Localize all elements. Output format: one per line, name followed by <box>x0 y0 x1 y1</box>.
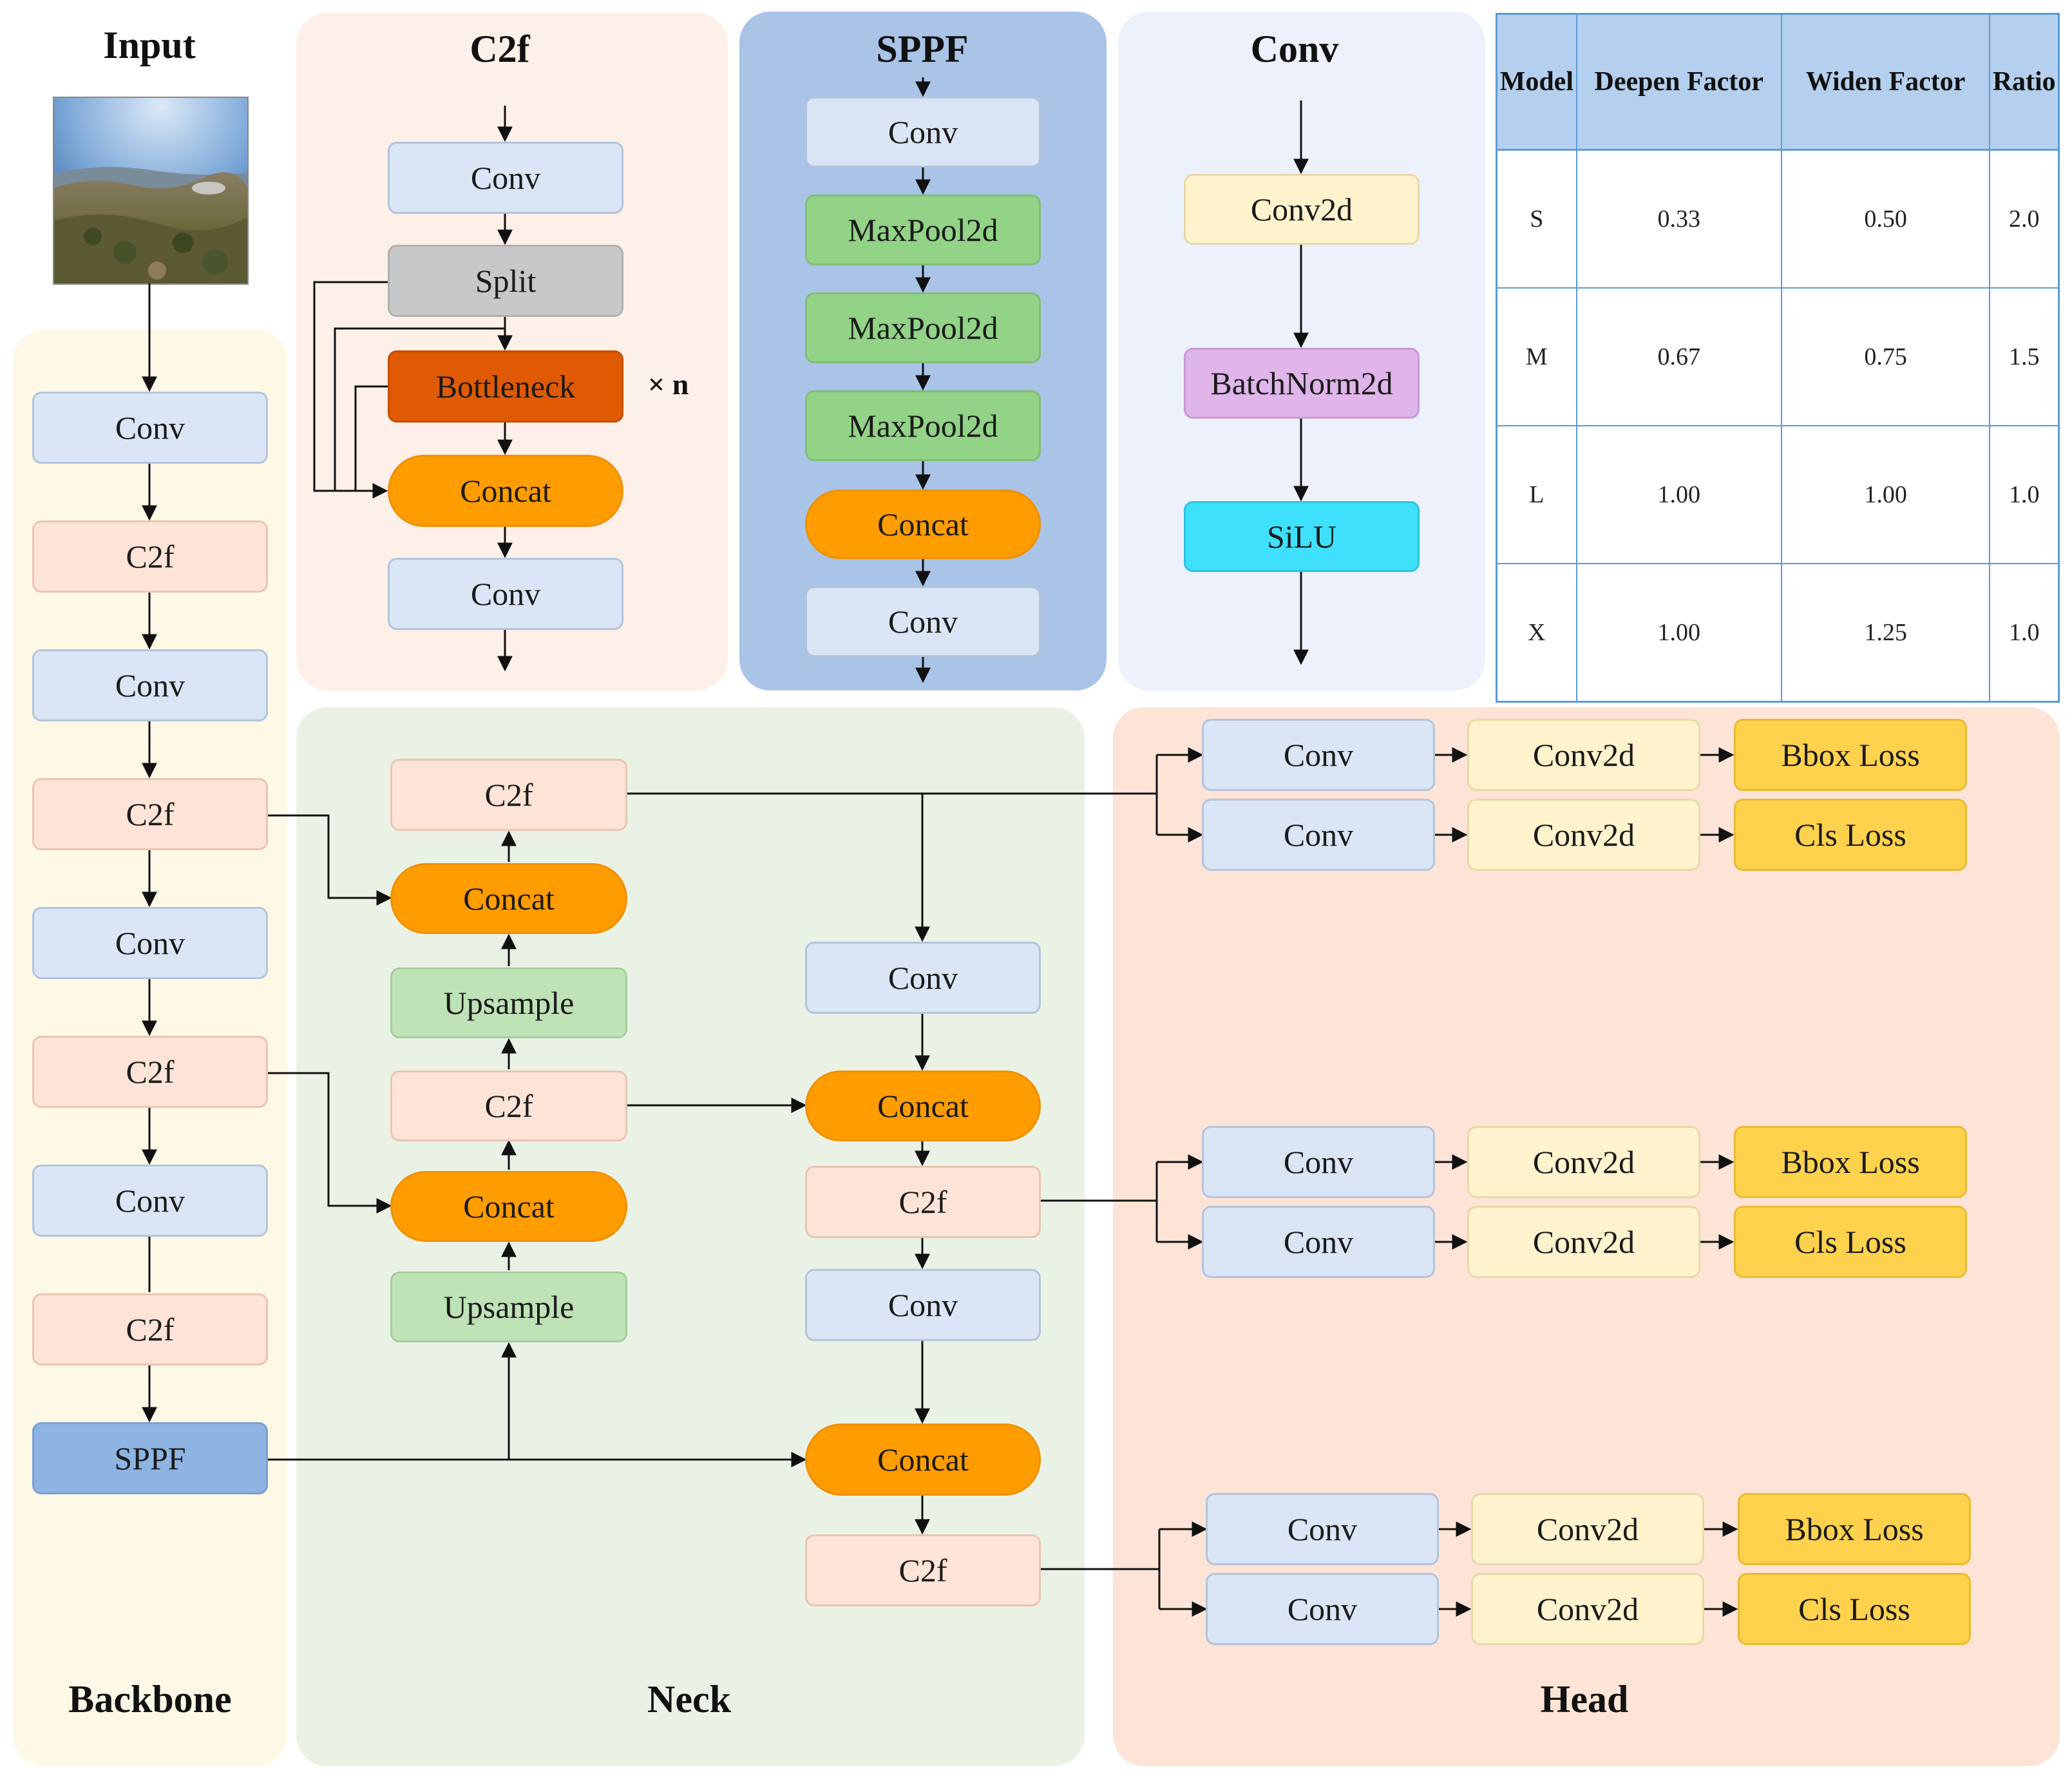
neck-c2f-mid: C2f <box>390 1071 627 1141</box>
sppf-conv-out: Conv <box>805 586 1041 657</box>
table-cell: M <box>1496 287 1577 426</box>
table-cell: X <box>1496 563 1577 703</box>
sppf-title: SPPF <box>876 28 969 70</box>
backbone-title: Backbone <box>68 1678 232 1720</box>
table-cell: 1.0 <box>1989 425 2060 564</box>
neck-concat-3: Concat <box>805 1071 1041 1141</box>
table-cell: 1.0 <box>1989 563 2060 703</box>
backbone-c2f-4: C2f <box>32 1293 268 1366</box>
head-conv2d-2b: Conv2d <box>1467 1206 1700 1278</box>
c2f-split: Split <box>388 245 623 317</box>
backbone-conv-1: Conv <box>32 392 268 464</box>
input-image <box>53 97 249 285</box>
neck-title: Neck <box>647 1678 731 1720</box>
table-header-row: Model Deepen Factor Widen Factor Ratio <box>1496 14 2060 151</box>
bottleneck-repeat-label: × n <box>648 368 689 401</box>
table-cell: 1.00 <box>1575 563 1782 703</box>
neck-conv-1: Conv <box>805 942 1041 1014</box>
table-cell: 0.75 <box>1780 287 1991 426</box>
table-cell: 1.25 <box>1780 563 1991 703</box>
head-conv2d-1a: Conv2d <box>1467 719 1700 791</box>
head-title: Head <box>1540 1678 1629 1720</box>
table-cell: 0.67 <box>1575 287 1782 426</box>
backbone-c2f-1: C2f <box>32 520 268 593</box>
neck-conv-2: Conv <box>805 1269 1041 1341</box>
table-header-deepen: Deepen Factor <box>1575 14 1782 151</box>
backbone-conv-4: Conv <box>32 1165 268 1237</box>
neck-concat-1: Concat <box>390 863 627 934</box>
neck-upsample-1: Upsample <box>390 967 627 1038</box>
sppf-maxpool-3: MaxPool2d <box>805 390 1041 461</box>
head-conv2d-1b: Conv2d <box>1467 799 1700 871</box>
neck-concat-4: Concat <box>805 1424 1041 1496</box>
table-cell: 0.33 <box>1575 149 1782 289</box>
landscape-image <box>54 98 247 283</box>
head-conv-1a: Conv <box>1202 719 1435 791</box>
conv-batchnorm2d: BatchNorm2d <box>1184 348 1420 419</box>
neck-concat-2: Concat <box>390 1171 627 1242</box>
head-conv-3a: Conv <box>1206 1493 1439 1565</box>
head-bbox-loss-1: Bbox Loss <box>1734 719 1967 791</box>
head-cls-loss-1: Cls Loss <box>1734 799 1967 871</box>
table-cell: 1.5 <box>1989 287 2060 426</box>
head-cls-loss-3: Cls Loss <box>1738 1573 1971 1645</box>
table-row: L 1.00 1.00 1.0 <box>1496 425 2060 564</box>
c2f-conv-out: Conv <box>388 558 623 630</box>
neck-c2f-right-1: C2f <box>805 1166 1041 1238</box>
table-cell: 0.50 <box>1780 149 1991 289</box>
table-header-widen: Widen Factor <box>1780 14 1991 151</box>
head-conv-2a: Conv <box>1202 1126 1435 1198</box>
conv-conv2d: Conv2d <box>1184 174 1420 245</box>
backbone-conv-3: Conv <box>32 907 268 979</box>
neck-c2f-right-2: C2f <box>805 1534 1041 1606</box>
c2f-concat: Concat <box>388 455 623 527</box>
table-row: S 0.33 0.50 2.0 <box>1496 149 2060 289</box>
head-conv2d-2a: Conv2d <box>1467 1126 1700 1198</box>
c2f-bottleneck: Bottleneck <box>388 350 623 423</box>
sppf-concat: Concat <box>805 490 1041 559</box>
neck-upsample-2: Upsample <box>390 1271 627 1342</box>
head-conv2d-3b: Conv2d <box>1471 1573 1704 1645</box>
head-conv2d-3a: Conv2d <box>1471 1493 1704 1565</box>
sppf-maxpool-1: MaxPool2d <box>805 195 1041 265</box>
conv-silu: SiLU <box>1184 501 1420 572</box>
head-conv-3b: Conv <box>1206 1573 1439 1645</box>
conv-title: Conv <box>1250 28 1339 70</box>
table-cell: S <box>1496 149 1577 289</box>
table-row: X 1.00 1.25 1.0 <box>1496 563 2060 703</box>
table-cell: 1.00 <box>1575 425 1782 564</box>
c2f-conv-in: Conv <box>388 142 623 214</box>
backbone-c2f-3: C2f <box>32 1036 268 1108</box>
head-conv-2b: Conv <box>1202 1206 1435 1278</box>
head-bbox-loss-2: Bbox Loss <box>1734 1126 1967 1198</box>
input-title: Input <box>103 24 196 66</box>
head-cls-loss-2: Cls Loss <box>1734 1206 1967 1278</box>
table-cell: 2.0 <box>1989 149 2060 289</box>
neck-c2f-top: C2f <box>390 759 627 831</box>
table-row: M 0.67 0.75 1.5 <box>1496 287 2060 426</box>
c2f-title: C2f <box>470 28 530 70</box>
table-header-ratio: Ratio <box>1989 14 2060 151</box>
table-header-model: Model <box>1496 14 1577 151</box>
model-scaling-table: Model Deepen Factor Widen Factor Ratio S… <box>1496 13 2060 703</box>
table-cell: 1.00 <box>1780 425 1991 564</box>
sppf-maxpool-2: MaxPool2d <box>805 292 1041 363</box>
head-conv-1b: Conv <box>1202 799 1435 871</box>
backbone-sppf: SPPF <box>32 1422 268 1494</box>
head-bbox-loss-3: Bbox Loss <box>1738 1493 1971 1565</box>
table-cell: L <box>1496 425 1577 564</box>
backbone-conv-2: Conv <box>32 649 268 721</box>
backbone-c2f-2: C2f <box>32 778 268 850</box>
sppf-conv-in: Conv <box>805 97 1041 167</box>
